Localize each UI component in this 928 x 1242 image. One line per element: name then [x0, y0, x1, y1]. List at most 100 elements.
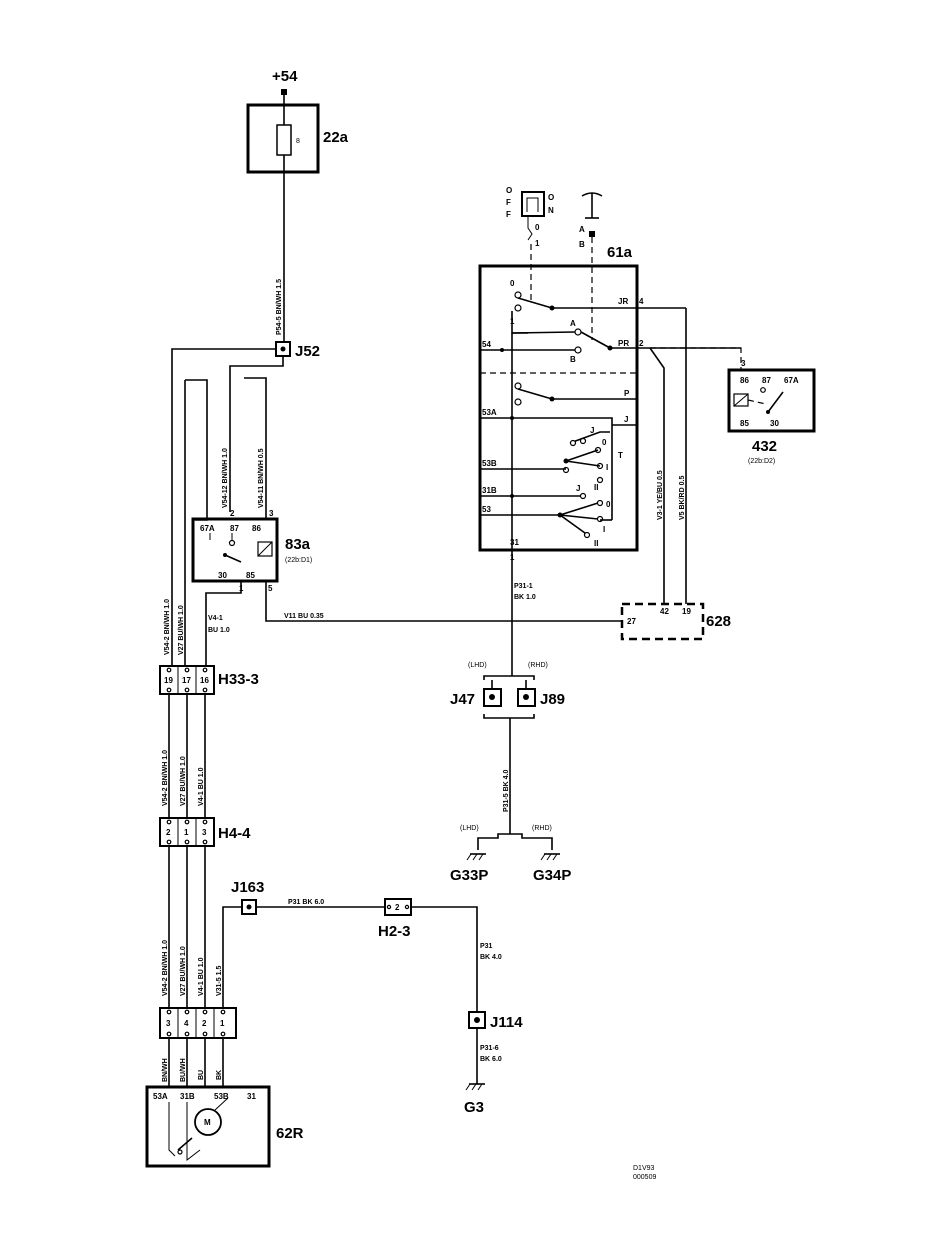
stalk-pin-pr: PR — [618, 339, 629, 348]
variant-lhd-bottom: (LHD) — [460, 825, 479, 832]
relay-83a: 2 3 67A 87 86 30 85 83a (22b:D1) 1 5 — [191, 509, 312, 593]
connector-h2-3-label: H2-3 — [378, 923, 411, 940]
wire-label-v4-1d: V4-1 BU 1.0 — [198, 957, 205, 996]
relay83-pin-3: 3 — [269, 509, 274, 518]
motor-pin-53b: 53B — [214, 1092, 229, 1101]
off-on-pos1: 1 — [535, 239, 540, 248]
wire-label-p31-6-b: BK 6.0 — [480, 1056, 502, 1063]
wire-label-v54-2: V54-2 BN/WH 1.0 — [164, 599, 171, 655]
relay83-pin-87: 87 — [230, 524, 239, 533]
splice-j47-label: J47 — [450, 691, 475, 708]
h4-pin-3: 3 — [202, 828, 207, 837]
variant-lhd-top: (LHD) — [468, 662, 487, 669]
conn628-pin-27: 27 — [627, 617, 636, 626]
relay-83a-label: 83a — [285, 536, 311, 553]
wire-label-v54-2b: V54-2 BN/WH 1.0 — [162, 750, 169, 806]
h4-pin-1: 1 — [184, 828, 189, 837]
motor-conn-pin-3: 3 — [166, 1019, 171, 1028]
splice-j89-label: J89 — [540, 691, 565, 708]
stalk-pos-0: 0 — [510, 279, 515, 288]
motor-pin-53a: 53A — [153, 1092, 168, 1101]
splice-j114-label: J114 — [490, 1014, 523, 1031]
wire-label-p31-5: P31-5 BK 4.0 — [503, 769, 510, 812]
stalk-d-0: 0 — [606, 500, 611, 509]
supply-terminal: +54 — [272, 68, 298, 125]
wire-label-v4-1-a: V4-1 — [208, 615, 223, 622]
relay-432-label: 432 — [752, 438, 777, 455]
relay83-pin-30: 30 — [218, 571, 227, 580]
washer-b: B — [579, 240, 585, 249]
relay83-pin-86: 86 — [252, 524, 261, 533]
stalk-d-j: J — [576, 484, 580, 493]
wire-label-v27c: V27 BU/WH 1.0 — [180, 946, 187, 996]
wire-label-v4-1-b: BU 1.0 — [208, 627, 230, 634]
stalk-pin-31: 31 — [510, 538, 519, 547]
connector-h4-4: 2 1 3 H4-4 — [159, 817, 251, 847]
wire-label-m-buwh: BU/WH — [180, 1058, 187, 1082]
wire-label-p31-1-a: P31-1 — [514, 583, 533, 590]
stalk-d-ii: II — [594, 539, 598, 548]
relay432-pin-67a: 67A — [784, 376, 799, 385]
connector-628-label: 628 — [706, 613, 731, 630]
relay-432: 3 86 87 67A 85 30 432 (22b:D2) — [727, 359, 816, 465]
relay432-pin-85: 85 — [740, 419, 749, 428]
wire-label-v5: V5 BK/RD 0.5 — [679, 476, 686, 520]
motor-pin-31b: 31B — [180, 1092, 195, 1101]
wire-label-v31-5: V31-5 1.5 — [216, 966, 223, 996]
wire-label-p31-6-a: P31-6 — [480, 1045, 499, 1052]
ground-g34p-icon: G34P — [533, 853, 571, 884]
stalk-pin-jr: JR — [618, 297, 628, 306]
stalk-switch-61a: 61a 0 JR 4 1 A B PR 2 54 P — [478, 244, 741, 552]
doc-code-line2: 000509 — [633, 1174, 656, 1181]
connector-628: 27 42 19 628 — [620, 602, 731, 641]
off-on-f1: F — [506, 198, 511, 207]
splice-j89: J89 — [517, 688, 565, 708]
motor-conn-pin-1: 1 — [220, 1019, 225, 1028]
conn628-pin-19: 19 — [682, 607, 691, 616]
wire-label-v54-2c: V54-2 BN/WH 1.0 — [162, 940, 169, 996]
stalk-pin-53a: 53A — [482, 408, 497, 417]
wire-label-v54-11: V54-11 BN/WH 0.5 — [258, 448, 265, 508]
relay432-pin-30: 30 — [770, 419, 779, 428]
stalk-pin-ii: II — [594, 483, 598, 492]
wire-label-p54-5: P54-5 BN/WH 1.5 — [276, 279, 283, 335]
stalk-pin-53: 53 — [482, 505, 491, 514]
ground-g3-icon: G3 — [464, 1083, 485, 1116]
conn628-pin-42: 42 — [660, 607, 669, 616]
ground-g33p-label: G33P — [450, 867, 488, 884]
relay-432-ref: (22b:D2) — [748, 458, 775, 465]
ground-g34p-label: G34P — [533, 867, 571, 884]
stalk-switch-label: 61a — [607, 244, 633, 261]
stalk-t-j: J — [590, 426, 594, 435]
stalk-d-i: I — [603, 525, 605, 534]
variant-rhd-bottom: (RHD) — [532, 825, 552, 832]
h4-pin-2: 2 — [166, 828, 171, 837]
stalk-pin-4: 4 — [639, 297, 644, 306]
wire-label-m-bu: BU — [198, 1070, 205, 1080]
relay83-pin-67a: 67A — [200, 524, 215, 533]
stalk-pin-a: A — [570, 319, 576, 328]
wire-label-p31-1-b: BK 1.0 — [514, 594, 536, 601]
relay-83a-ref: (22b:D1) — [285, 557, 312, 564]
relay432-pin-87: 87 — [762, 376, 771, 385]
off-on-n: N — [548, 206, 554, 215]
connector-h33-3: 19 17 16 H33-3 — [159, 665, 259, 695]
variant-rhd-top: (RHD) — [528, 662, 548, 669]
washer-switch: A B — [579, 192, 603, 249]
splice-j52-label: J52 — [295, 343, 320, 360]
motor-conn-pin-2: 2 — [202, 1019, 207, 1028]
stalk-pin-53b: 53B — [482, 459, 497, 468]
h33-pin-16: 16 — [200, 676, 209, 685]
connector-h4-4-label: H4-4 — [218, 825, 251, 842]
wire-label-p31-g-a: P31 — [480, 943, 493, 950]
motor-62r-label: 62R — [276, 1125, 304, 1142]
fuse-box-label: 22a — [323, 129, 349, 146]
wire-label-v11: V11 BU 0.35 — [284, 613, 324, 620]
splice-j47: J47 — [450, 688, 502, 708]
fuse-number: 8 — [296, 138, 300, 145]
stalk-pin-t: T — [618, 451, 623, 460]
off-on-f2: F — [506, 210, 511, 219]
off-on-o2: O — [548, 193, 554, 202]
off-on-o: O — [506, 186, 512, 195]
wire-label-v4-1c: V4-1 BU 1.0 — [198, 767, 205, 806]
